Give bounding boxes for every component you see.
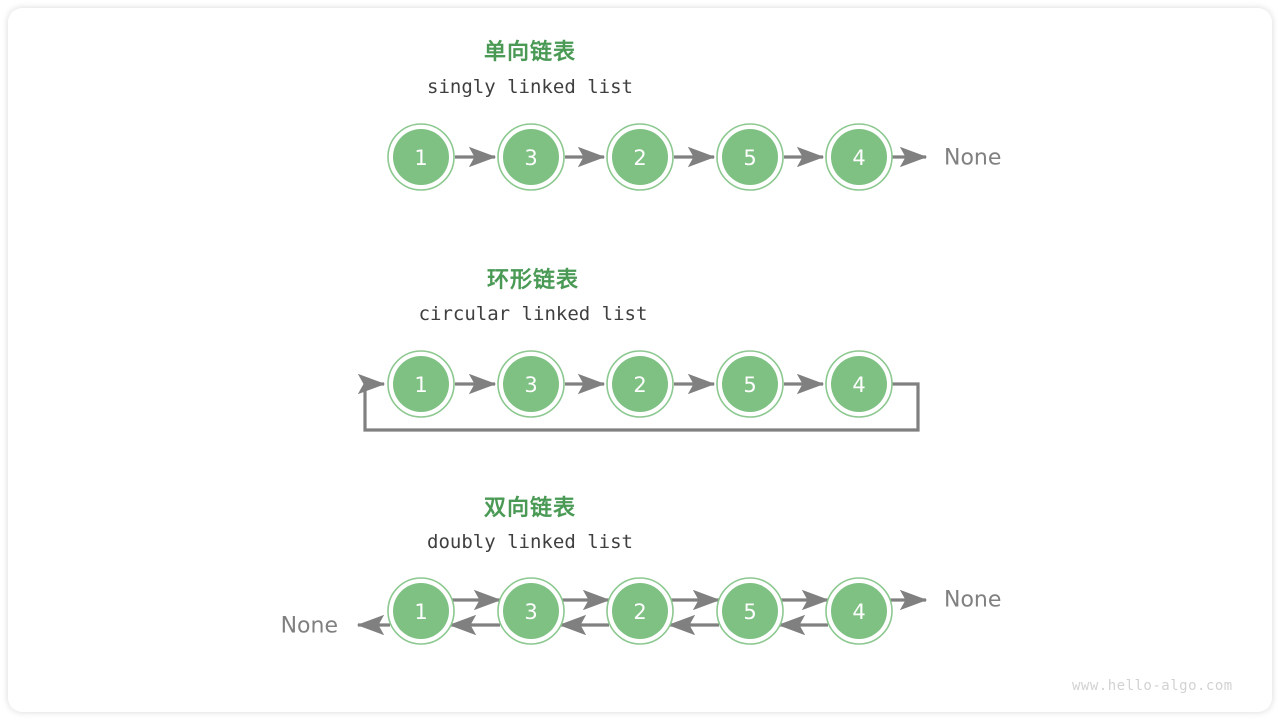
node-fill-circle	[503, 583, 559, 639]
node-singly-5[interactable]	[716, 123, 784, 191]
node-fill-circle	[722, 129, 778, 185]
none-label-tail-singly: None	[944, 145, 1002, 171]
node-fill-circle	[831, 356, 887, 412]
node-fill-circle	[393, 583, 449, 639]
node-fill-circle	[503, 356, 559, 412]
none-label-head-doubly: None	[280, 613, 338, 639]
node-fill-circle	[722, 583, 778, 639]
node-singly-2[interactable]	[606, 123, 674, 191]
linked-list-svg	[356, 123, 928, 645]
node-circular-1[interactable]	[387, 350, 455, 418]
node-circular-2[interactable]	[606, 350, 674, 418]
watermark: www.hello-algo.com	[1072, 678, 1233, 694]
node-fill-circle	[393, 129, 449, 185]
none-label-tail-doubly: None	[944, 587, 1002, 613]
node-circular-3[interactable]	[497, 350, 565, 418]
section-title-en-singly: singly linked list	[427, 76, 633, 98]
section-title-cn-circular: 环形链表	[486, 268, 580, 293]
node-circular-4[interactable]	[825, 350, 893, 418]
node-fill-circle	[393, 356, 449, 412]
node-singly-4[interactable]	[825, 123, 893, 191]
node-circular-5[interactable]	[716, 350, 784, 418]
node-doubly-1[interactable]	[387, 577, 455, 645]
node-fill-circle	[831, 583, 887, 639]
node-fill-circle	[503, 129, 559, 185]
node-fill-circle	[612, 583, 668, 639]
section-title-cn-singly: 单向链表	[483, 40, 577, 65]
node-doubly-5[interactable]	[716, 577, 784, 645]
node-singly-1[interactable]	[387, 123, 455, 191]
node-fill-circle	[831, 129, 887, 185]
node-singly-3[interactable]	[497, 123, 565, 191]
section-title-en-circular: circular linked list	[418, 303, 648, 325]
node-fill-circle	[612, 129, 668, 185]
section-title-en-doubly: doubly linked list	[427, 531, 633, 553]
node-doubly-4[interactable]	[825, 577, 893, 645]
node-fill-circle	[612, 356, 668, 412]
node-doubly-2[interactable]	[606, 577, 674, 645]
section-title-cn-doubly: 双向链表	[483, 496, 577, 521]
node-doubly-3[interactable]	[497, 577, 565, 645]
arrow-circular-loop-back	[357, 373, 920, 432]
node-fill-circle	[722, 356, 778, 412]
